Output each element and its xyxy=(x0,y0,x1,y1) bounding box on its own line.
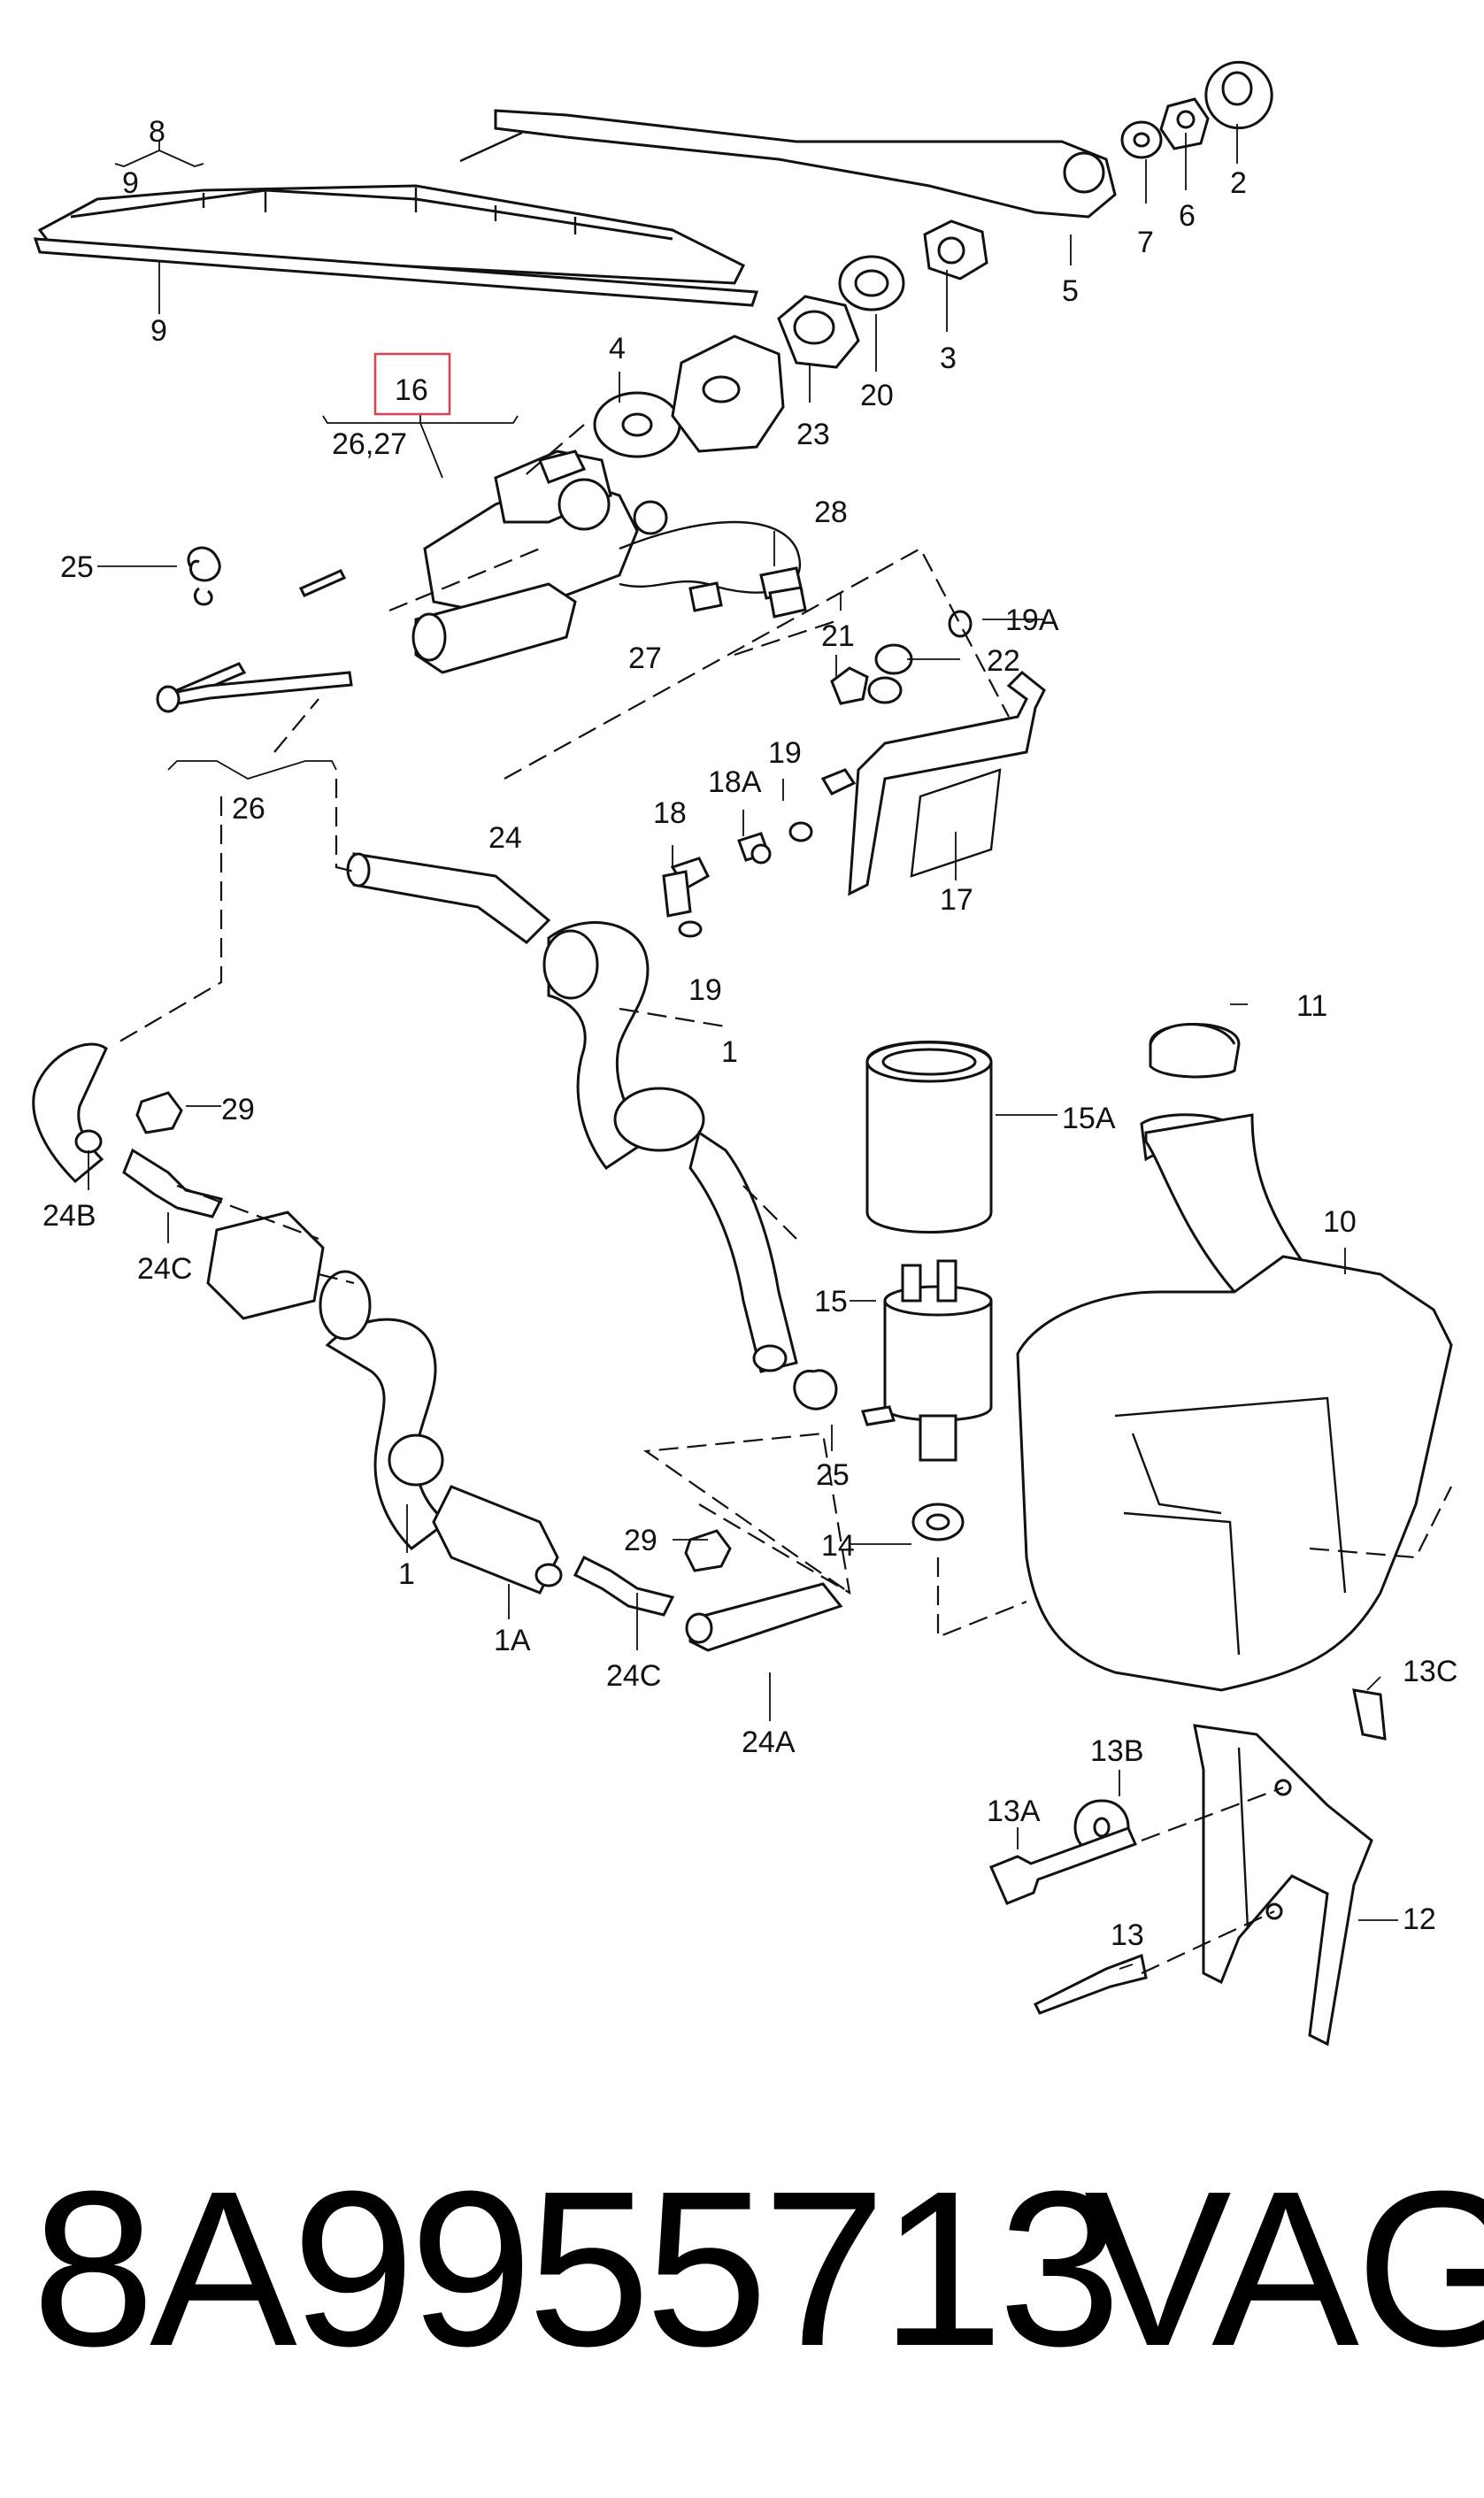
label-18: 18 xyxy=(653,796,687,830)
label-24: 24 xyxy=(488,821,522,855)
label-21: 21 xyxy=(821,619,855,653)
label-5: 5 xyxy=(1062,274,1079,308)
label-1: 1 xyxy=(721,1035,738,1069)
wiper-arm xyxy=(459,109,1117,219)
clip-25 xyxy=(187,546,221,606)
label-15: 15 xyxy=(814,1285,848,1318)
brand-name: VAG xyxy=(1084,2145,1484,2392)
label-1a: 1A xyxy=(494,1624,531,1657)
label-13a: 13A xyxy=(987,1795,1041,1828)
label-20: 20 xyxy=(860,379,894,412)
label-29: 29 xyxy=(624,1524,657,1557)
label-24c: 24C xyxy=(137,1252,192,1286)
label-19a: 19A xyxy=(1005,603,1059,637)
label-14: 14 xyxy=(821,1529,855,1563)
pivot-rod xyxy=(156,671,353,713)
connectors xyxy=(122,1091,838,1617)
label-28: 28 xyxy=(814,496,848,529)
label-27: 27 xyxy=(628,642,662,675)
label-11: 11 xyxy=(1296,989,1327,1023)
label-25: 25 xyxy=(816,1458,850,1492)
label-17: 17 xyxy=(940,883,973,917)
label-9: 9 xyxy=(122,166,139,200)
wiper-motor xyxy=(174,450,807,701)
spindle-parts xyxy=(593,219,988,458)
washer-pump xyxy=(861,1041,993,1541)
wiper-blade xyxy=(33,184,759,307)
label-13b: 13B xyxy=(1090,1734,1144,1768)
label-29: 29 xyxy=(221,1093,255,1126)
part-number: 8A9955713 xyxy=(32,2145,1121,2392)
part-caption: 8A9955713 VAG xyxy=(0,2141,1484,2407)
bracket-17 xyxy=(662,610,1046,938)
label-26: 26 xyxy=(232,792,265,826)
label-6: 6 xyxy=(1179,199,1196,233)
label-24c: 24C xyxy=(606,1659,661,1693)
washer-nut-cap xyxy=(1120,60,1273,159)
label-24a: 24A xyxy=(742,1726,796,1759)
label-16: 16 xyxy=(395,373,428,407)
label-2: 2 xyxy=(1230,166,1247,200)
label-24b: 24B xyxy=(42,1199,96,1233)
label-13: 13 xyxy=(1111,1918,1144,1952)
label-13c: 13C xyxy=(1403,1655,1457,1688)
callout-labels: 8 9 9 16 26,27 4 23 20 3 5 7 6 2 28 27 1… xyxy=(42,115,1457,1952)
label-9: 9 xyxy=(150,314,167,348)
label-3: 3 xyxy=(940,342,957,375)
label-10: 10 xyxy=(1323,1205,1357,1239)
label-23: 23 xyxy=(796,418,830,451)
label-19: 19 xyxy=(768,736,802,770)
label-19: 19 xyxy=(688,973,722,1007)
label-8: 8 xyxy=(149,115,165,149)
label-15a: 15A xyxy=(1062,1102,1116,1135)
exploded-parts-diagram: 8 9 9 16 26,27 4 23 20 3 5 7 6 2 28 27 1… xyxy=(32,60,1457,2047)
label-1: 1 xyxy=(398,1557,415,1591)
washer-reservoir xyxy=(1016,1023,1453,1692)
label-22: 22 xyxy=(987,644,1020,678)
mounting-bracket xyxy=(989,1688,1387,2047)
label-26-27: 26,27 xyxy=(332,427,407,461)
label-7: 7 xyxy=(1137,226,1154,259)
label-12: 12 xyxy=(1403,1902,1436,1936)
label-25: 25 xyxy=(60,550,94,584)
leader-lines xyxy=(88,124,1398,1974)
label-18a: 18A xyxy=(708,765,762,799)
highlight-box xyxy=(373,352,451,416)
hoses xyxy=(32,852,843,1652)
label-4: 4 xyxy=(609,332,626,365)
